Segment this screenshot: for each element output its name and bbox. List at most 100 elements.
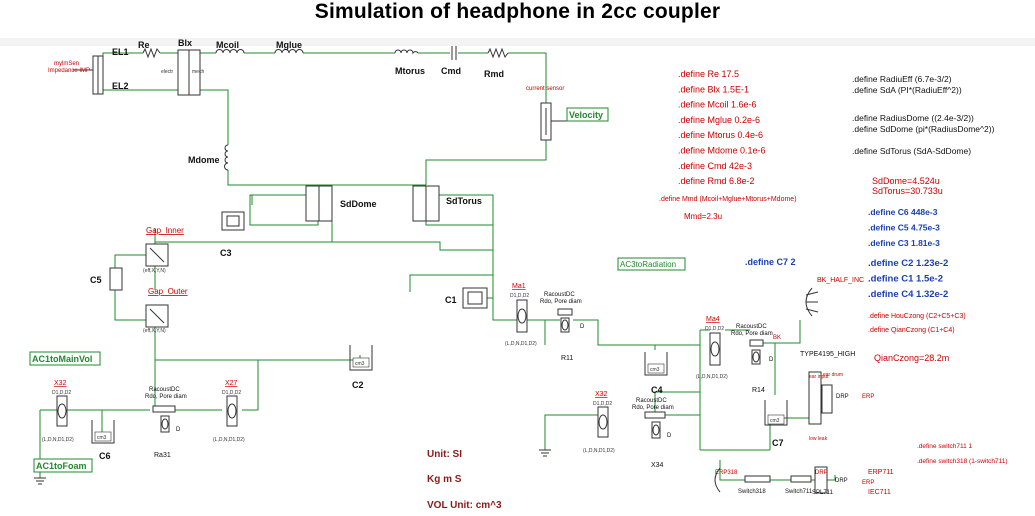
define-right-line-2: .define RadiusDome ((2.4e-3/2)): [852, 113, 974, 123]
c4-volume: cm3 C4: [644, 352, 668, 395]
cmd-capacitor: Cmd: [441, 46, 461, 76]
define-right-line-4: .define SdTorus (SdA-SdDome): [852, 146, 971, 156]
switch318-define: .define switch318 (1-switch711): [917, 458, 1008, 465]
iec711-label: IEC711: [868, 489, 891, 496]
x34-d: D: [667, 433, 672, 439]
x34-label: X34: [651, 462, 664, 469]
drp711-label: DRP: [815, 470, 828, 476]
gap-outer-params: (eff,X,Y,N): [143, 328, 166, 334]
x27-params: D1,D,D2: [222, 390, 241, 396]
erp-label: ERP: [862, 394, 874, 400]
houczong-define: .define HouCzong (C2+C5+C3): [868, 313, 966, 320]
qianczong-define: .define QianCzong (C1+C4): [868, 327, 955, 334]
c4-unit: cm3: [650, 367, 660, 373]
define-left-line-1: .define Blx 1.5E-1: [678, 84, 749, 94]
x32b-params: D1,D,D2: [593, 401, 612, 407]
ac1main-port: AC1toMainVol: [29, 351, 101, 366]
r14-element: RacoustDC Rdo, Pore diam D R14: [731, 324, 774, 394]
c2-volume: cm3 C2: [349, 345, 373, 390]
unit-si: Unit: SI: [427, 449, 462, 460]
c7-define: .define C7 2: [745, 257, 796, 267]
c-define-a-line-1: .define C5 4.75e-3: [868, 223, 940, 233]
ma1-params: D1,D,D2: [510, 293, 529, 299]
gap-inner-element: Gap_Inner (eff,X,Y,N): [143, 226, 184, 274]
x27-element: X27 D1,D,D2 (L,D,N,D1,D2): [213, 380, 245, 443]
x34-racoust: RacoustDC: [636, 398, 667, 404]
el1-label: EL1: [112, 47, 129, 57]
c5-label: C5: [90, 275, 102, 285]
erp711-label: ERP711: [868, 469, 894, 476]
spl711-label: SPL711: [812, 490, 834, 496]
x27-label: X27: [225, 380, 238, 387]
sdtorus-transformer: SdTorus: [412, 185, 482, 222]
switch318-label: Switch318: [738, 489, 766, 495]
c7-label: C7: [772, 438, 784, 448]
switch711-label: Switch711: [785, 489, 813, 495]
c-define-a-line-0: .define C6 448e-3: [868, 207, 938, 217]
x32b-label: X32: [595, 391, 608, 398]
source-label-1: mylmSen: [54, 61, 79, 67]
ac3-label: AC3toRadiation: [620, 260, 676, 269]
r14-rdo: Rdo, Pore diam: [731, 331, 773, 337]
c2-unit: cm3: [355, 361, 365, 367]
erp318-label: ERP318: [715, 470, 738, 476]
mglue-inductor: Mglue: [274, 40, 304, 54]
c-define-a-line-2: .define C3 1.81e-3: [868, 238, 940, 248]
gap-inner-params: (eff,X,Y,N): [143, 268, 166, 274]
ac1foam-port: AC1toFoam: [33, 458, 93, 473]
mmd-define: .define Mmd (Mcoil+Mglue+Mtorus+Mdome): [659, 196, 797, 203]
x32a-ldn: (L,D,N,D1,D2): [42, 437, 74, 443]
c2-label: C2: [352, 380, 364, 390]
x32b-ldn: (L,D,N,D1,D2): [583, 448, 615, 454]
define-left-line-4: .define Mtorus 0.4e-6: [678, 130, 763, 140]
ra31-label: Ra31: [154, 452, 171, 459]
mech-label: mech: [192, 69, 204, 75]
current-sensor: current sensor: [526, 86, 567, 141]
drp711-right-label: DRP: [835, 478, 848, 484]
impedance-source: mylmSen Impedance IMP EL1 EL2: [48, 47, 129, 95]
c-define-b-line-1: .define C1 1.5e-2: [868, 274, 943, 285]
unit-kgms: Kg m S: [427, 474, 462, 485]
x32a-params: D1,D,D2: [52, 390, 71, 396]
mtorus-label: Mtorus: [395, 66, 425, 76]
r11-racoust: RacoustDC: [544, 292, 575, 298]
r11-d: D: [580, 324, 585, 330]
define-right-line-3: .define SdDome (pi*(RadiusDome^2)): [852, 124, 995, 134]
ma4-element: Ma4 D1,D,D2 (L,D,N,D1,D2): [696, 316, 728, 380]
blx-transducer: Blx electr mech: [161, 38, 204, 96]
rmd-label: Rmd: [484, 69, 504, 79]
electr-label: electr: [161, 69, 174, 75]
r11-label: R11: [561, 355, 573, 362]
define-left-line-2: .define Mcoil 1.6e-6: [678, 100, 757, 110]
r11-rdo: Rdo, Pore diam: [540, 299, 582, 305]
c-defines-b: .define C2 1.23e-2.define C1 1.5e-2.defi…: [868, 258, 948, 300]
drp-label: DRP: [836, 394, 849, 400]
erp-bottom-label: ERP: [862, 480, 874, 486]
ear-input-label: ear input: [809, 374, 829, 380]
page-title: Simulation of headphone in 2cc coupler: [314, 0, 721, 23]
ra31-rdo: Rdo, Pore diam: [145, 394, 187, 400]
ma1-label: Ma1: [512, 283, 526, 290]
qianczong-value: QianCzong=28.2m: [874, 353, 949, 363]
ma4-params: D1,D,D2: [705, 326, 724, 332]
x34-element: RacoustDC Rdo, Pore diam D X34: [632, 398, 674, 469]
r11-element: RacoustDC Rdo, Pore diam D R11: [540, 292, 585, 362]
ma1-ldn: (L,D,N,D1,D2): [505, 341, 537, 347]
source-label-2: Impedance IMP: [48, 68, 90, 74]
define-right-line-0: .define RadiuEff (6.7e-3/2): [852, 74, 952, 84]
sddome-label: SdDome: [340, 199, 377, 209]
low-leak-label: low leak: [809, 436, 828, 442]
re-label: Re: [138, 40, 150, 50]
c1-volume: C1: [445, 287, 488, 309]
c6-volume: cm3 C6: [91, 420, 115, 461]
mtorus-inductor: Mtorus: [394, 49, 425, 76]
c5-volume: C5: [90, 267, 123, 291]
r14-d: D: [769, 357, 774, 363]
c-define-b-line-0: .define C2 1.23e-2: [868, 258, 948, 269]
ra31-racoust: RacoustDC: [149, 387, 180, 393]
defines-left: .define Re 17.5.define Blx 1.5E-1.define…: [678, 69, 766, 186]
ra31-d: D: [176, 427, 181, 433]
velocity-label: Velocity: [569, 110, 603, 120]
mcoil-inductor: Mcoil: [215, 40, 245, 54]
